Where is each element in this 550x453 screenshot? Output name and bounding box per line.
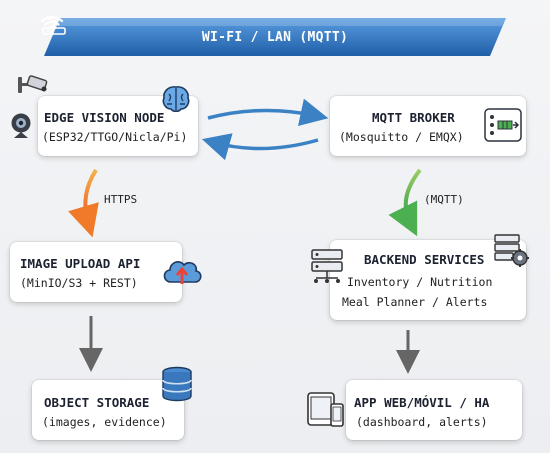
server-rack-icon bbox=[310, 248, 346, 288]
backend-title: BACKEND SERVICES bbox=[364, 252, 485, 267]
banner-shape bbox=[44, 18, 506, 56]
label-https: HTTPS bbox=[104, 193, 138, 206]
brain-icon bbox=[160, 84, 192, 114]
storage-title: OBJECT STORAGE bbox=[44, 395, 150, 410]
app-title: APP WEB/MÓVIL / HA bbox=[354, 395, 490, 410]
server-gear-icon bbox=[494, 234, 530, 268]
object-storage-node bbox=[32, 380, 184, 440]
network-banner: WI-FI / LAN (MQTT) bbox=[40, 14, 510, 60]
webcam-icon bbox=[8, 112, 34, 140]
banner-label: WI-FI / LAN (MQTT) bbox=[201, 29, 349, 45]
upload-title: IMAGE UPLOAD API bbox=[20, 256, 141, 271]
broker-subtitle: (Mosquitto / EMQX) bbox=[339, 130, 464, 144]
edge-node-title: EDGE VISION NODE bbox=[44, 110, 165, 125]
backend-line-1: Inventory / Nutrition bbox=[347, 275, 493, 289]
app-node bbox=[346, 380, 522, 440]
cloud-upload-icon bbox=[160, 254, 204, 288]
label-mqtt: (MQTT) bbox=[424, 193, 464, 206]
storage-subtitle: (images, evidence) bbox=[42, 415, 167, 429]
database-icon bbox=[160, 366, 194, 404]
devices-icon bbox=[306, 390, 346, 430]
arrow-https bbox=[68, 168, 99, 238]
arrow-edge-to-broker bbox=[207, 98, 329, 127]
edge-node-subtitle: (ESP32/TTGO/Nicla/Pi) bbox=[42, 130, 188, 144]
backend-services-node bbox=[330, 240, 526, 320]
arrow-broker-to-edge bbox=[201, 133, 319, 161]
image-upload-api-node bbox=[10, 242, 182, 302]
upload-subtitle: (MinIO/S3 + REST) bbox=[20, 276, 138, 290]
queue-icon bbox=[484, 108, 522, 142]
security-camera-icon bbox=[16, 74, 50, 104]
arrow-mqtt bbox=[388, 168, 422, 237]
app-subtitle: (dashboard, alerts) bbox=[356, 415, 488, 429]
backend-line-2: Meal Planner / Alerts bbox=[342, 295, 488, 309]
broker-title: MQTT BROKER bbox=[372, 110, 455, 125]
